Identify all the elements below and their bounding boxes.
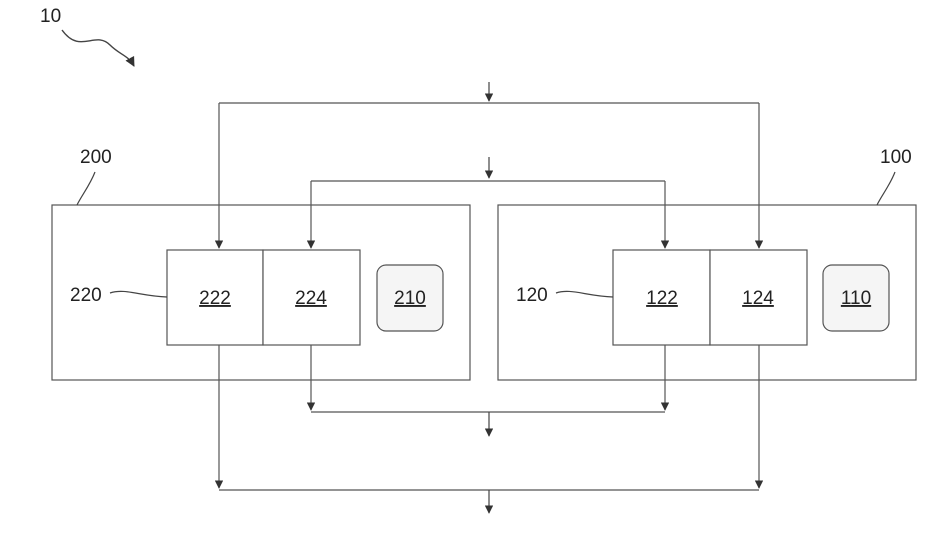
box-222-label: 222 — [199, 288, 231, 309]
box-224-label: 224 — [295, 288, 327, 309]
system-100-label: 100 — [880, 147, 912, 168]
group-120-label: 120 — [516, 285, 548, 306]
group-220-label: 220 — [70, 285, 102, 306]
module-210-label: 210 — [394, 288, 426, 309]
system-200-label: 200 — [80, 147, 112, 168]
system-100-leader — [877, 172, 895, 205]
system-200-leader — [77, 172, 95, 205]
figure-ref-label: 10 — [40, 6, 61, 27]
figure-ref-leader — [62, 30, 134, 66]
box-124-label: 124 — [742, 288, 774, 309]
module-110-label: 110 — [841, 288, 871, 309]
box-122-label: 122 — [646, 288, 678, 309]
